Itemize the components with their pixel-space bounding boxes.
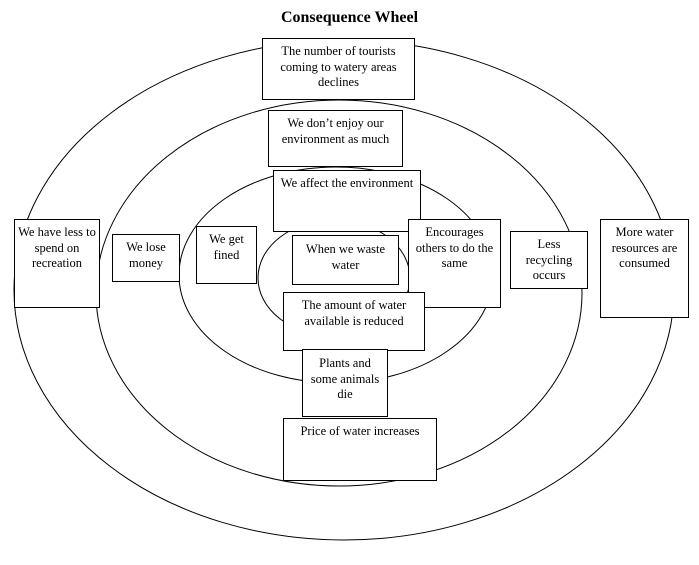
box-center: When we waste water [292,235,399,285]
diagram-title: Consequence Wheel [280,9,419,26]
box-get-fined: We get fined [196,226,257,284]
box-tourists-decline: The number of tourists coming to watery … [262,38,415,100]
box-more-resources: More water resources are consumed [600,219,689,318]
box-dont-enjoy: We don’t enjoy our environment as much [268,110,403,167]
box-price-increases: Price of water increases [283,418,437,481]
box-water-reduced: The amount of water available is reduced [283,292,425,351]
box-lose-money: We lose money [112,234,180,282]
box-less-recycling: Less recycling occurs [510,231,588,289]
box-plants-die: Plants and some animals die [302,349,388,417]
box-less-recreation: We have less to spend on recreation [14,219,100,308]
box-encourages-others: Encourages others to do the same [408,219,501,308]
box-affect-environment: We affect the environment [273,170,421,232]
